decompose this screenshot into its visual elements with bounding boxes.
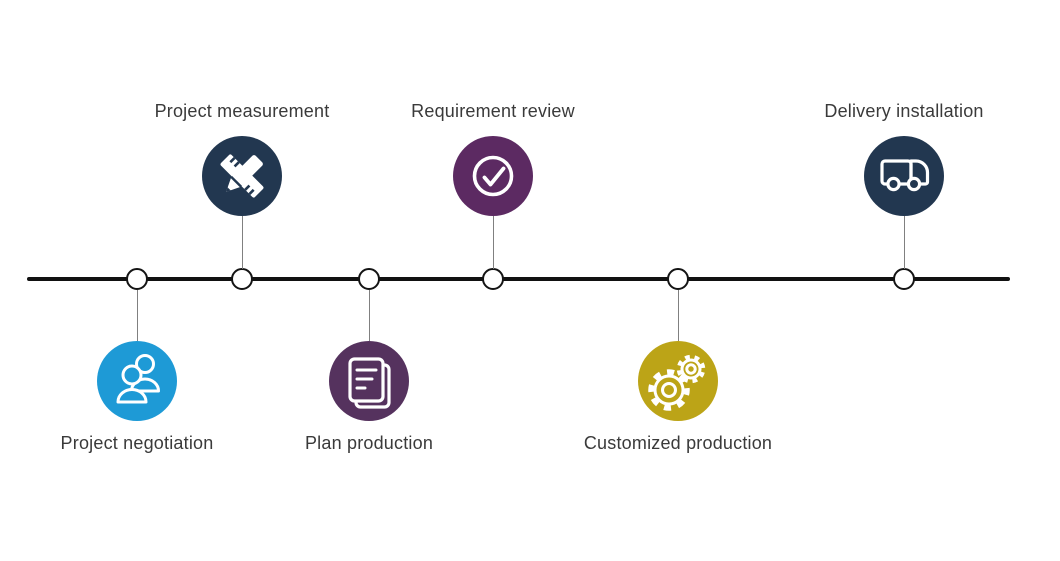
connector-line <box>136 290 138 341</box>
gears-icon <box>638 341 718 421</box>
ruler-pencil-icon-svg <box>220 154 264 198</box>
connector-line <box>903 216 905 269</box>
check-circle-icon <box>453 136 533 216</box>
timeline-node <box>358 268 380 290</box>
timeline-node <box>482 268 504 290</box>
connector-line <box>241 216 243 269</box>
connector-line <box>492 216 494 269</box>
truck-icon <box>864 136 944 216</box>
people-icon <box>97 341 177 421</box>
timeline-node <box>231 268 253 290</box>
ruler-pencil-icon <box>202 136 282 216</box>
step-label: Project measurement <box>154 101 330 121</box>
timeline-node <box>667 268 689 290</box>
step-label: Requirement review <box>411 101 575 121</box>
connector-line <box>368 290 370 341</box>
step-label: Delivery installation <box>824 101 984 121</box>
gears-icon-svg <box>648 354 706 411</box>
document-icon <box>329 341 409 421</box>
timeline-line <box>27 277 1010 281</box>
timeline-node <box>126 268 148 290</box>
connector-line <box>677 290 679 341</box>
step-label: Customized production <box>583 433 773 453</box>
check-circle-icon-svg <box>472 155 514 197</box>
step-label: Project negotiation <box>60 433 214 453</box>
step-label: Plan production <box>304 433 434 453</box>
people-icon-svg <box>116 354 160 404</box>
document-icon-svg <box>348 357 391 409</box>
timeline-node <box>893 268 915 290</box>
truck-icon-svg <box>880 159 930 192</box>
